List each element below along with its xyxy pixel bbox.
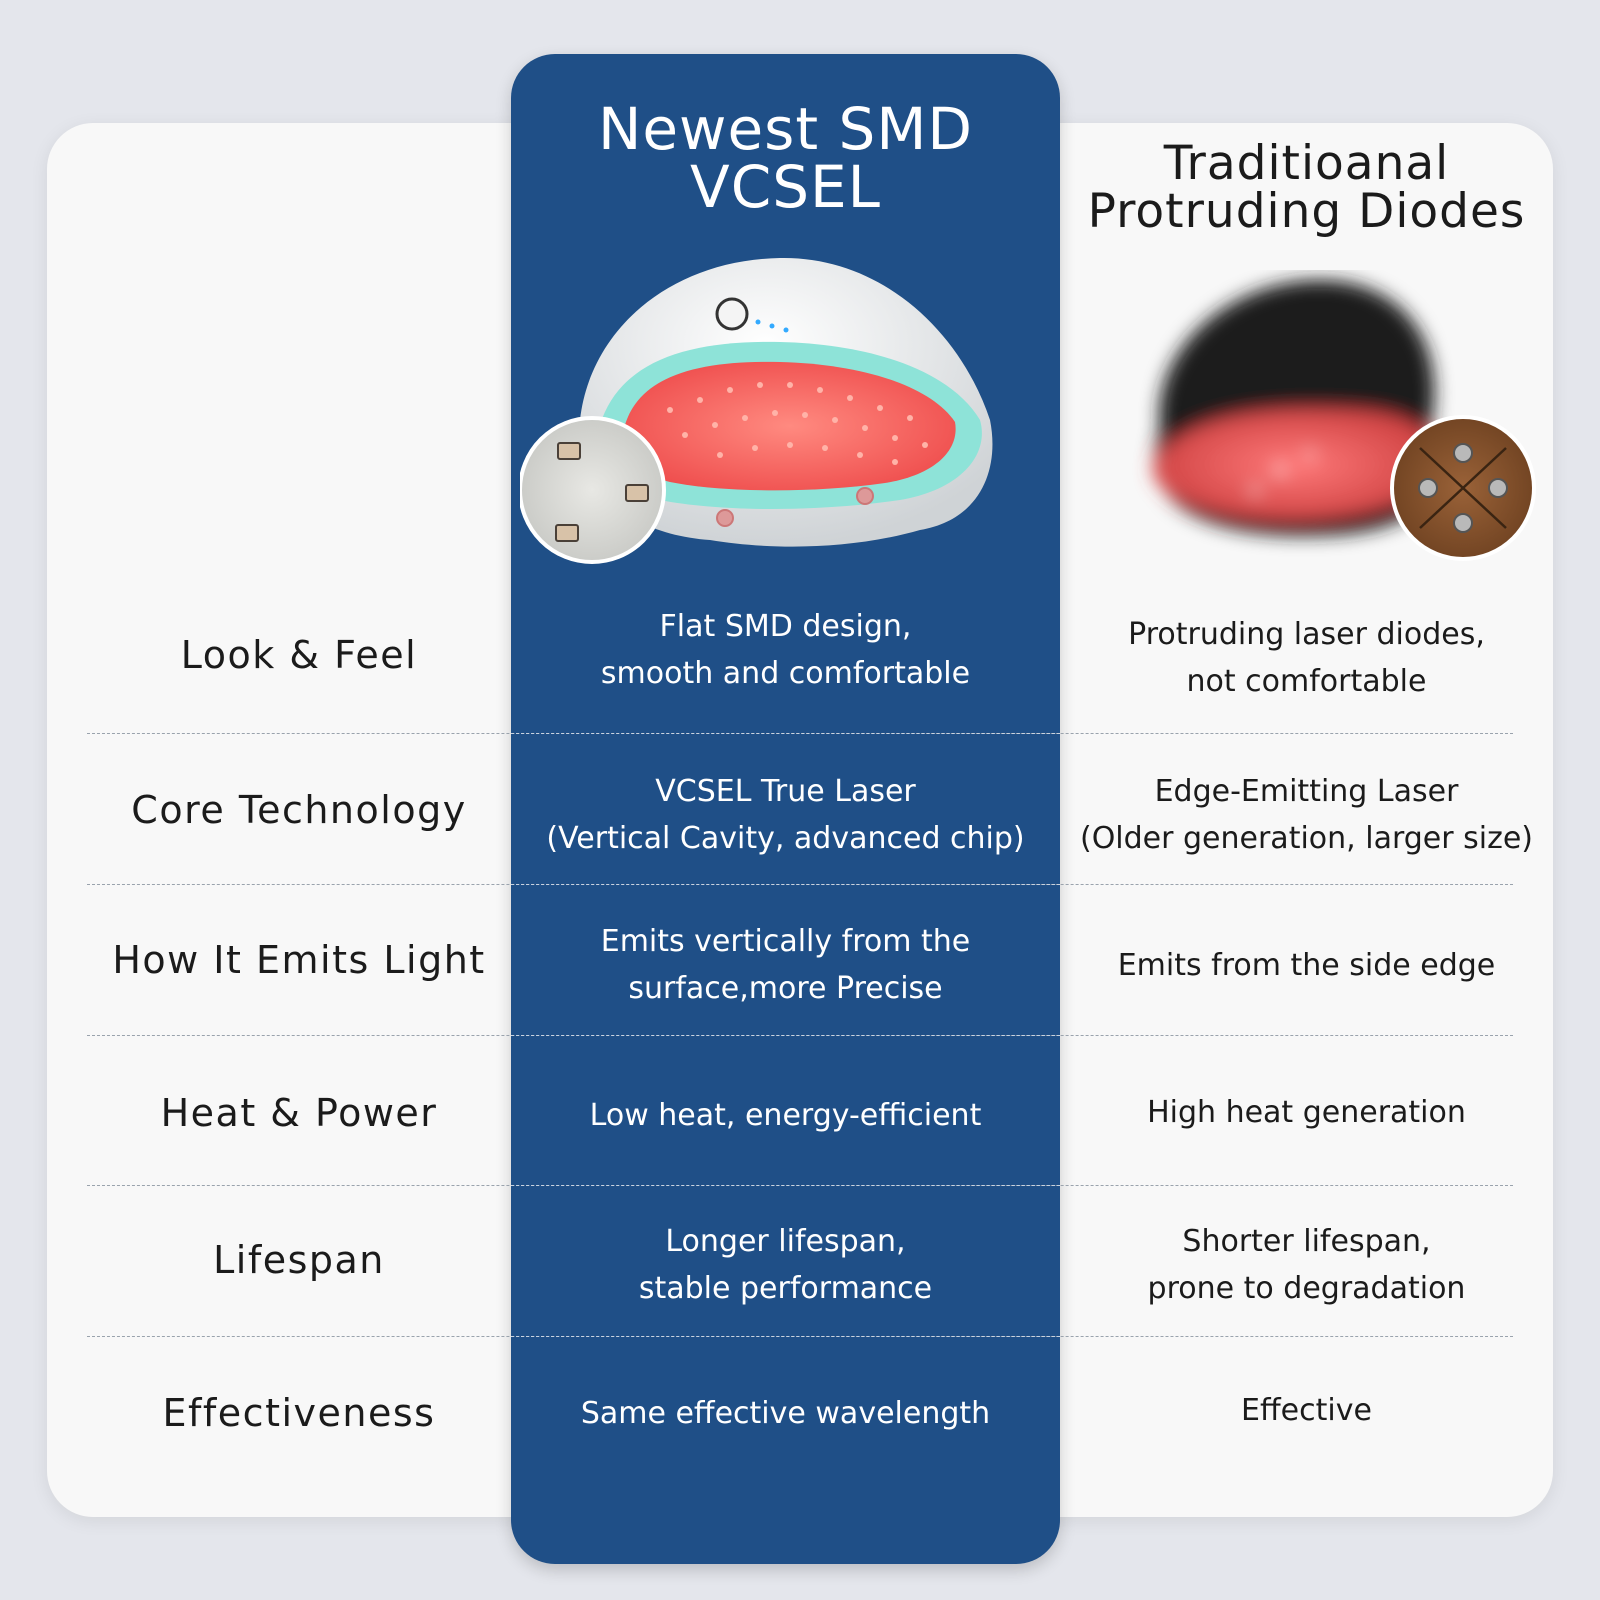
header-traditional-protruding-diodes: Traditioanal Protruding Diodes bbox=[1087, 136, 1526, 239]
vcsel-heat-power: Low heat, energy-efficient bbox=[589, 1097, 982, 1133]
traditional-emits-light: Emits from the side edge bbox=[1117, 947, 1496, 983]
row-divider-center bbox=[511, 733, 1060, 734]
vcsel-helmet-image bbox=[520, 250, 1010, 580]
vcsel-lifespan: Longer lifespan, stable performance bbox=[638, 1224, 933, 1306]
vcsel-effectiveness: Same effective wavelength bbox=[580, 1395, 991, 1431]
row-label-emits-light: How It Emits Light bbox=[112, 938, 486, 982]
row-label-lifespan: Lifespan bbox=[213, 1238, 385, 1282]
vcsel-emits-light: Emits vertically from the surface,more P… bbox=[600, 924, 971, 1006]
row-label-core-technology: Core Technology bbox=[131, 788, 467, 832]
traditional-effectiveness: Effective bbox=[1241, 1392, 1372, 1428]
traditional-look-feel: Protruding laser diodes, not comfortable bbox=[1128, 617, 1485, 699]
vcsel-look-feel: Flat SMD design, smooth and comfortable bbox=[600, 609, 971, 691]
traditional-diode-cap-image bbox=[1130, 270, 1540, 570]
traditional-core-technology: Edge-Emitting Laser (Older generation, l… bbox=[1079, 774, 1534, 856]
traditional-heat-power: High heat generation bbox=[1147, 1094, 1466, 1130]
row-label-effectiveness: Effectiveness bbox=[162, 1391, 436, 1435]
row-divider-center bbox=[511, 1035, 1060, 1036]
row-label-look-feel: Look & Feel bbox=[180, 633, 418, 677]
traditional-lifespan: Shorter lifespan, prone to degradation bbox=[1147, 1224, 1466, 1306]
row-divider-center bbox=[511, 1336, 1060, 1337]
row-divider-center bbox=[511, 1185, 1060, 1186]
row-divider-center bbox=[511, 884, 1060, 885]
vcsel-core-technology: VCSEL True Laser (Vertical Cavity, advan… bbox=[546, 774, 1025, 856]
row-label-heat-power: Heat & Power bbox=[160, 1091, 438, 1135]
header-newest-smd-vcsel: Newest SMD VCSEL bbox=[597, 95, 974, 221]
